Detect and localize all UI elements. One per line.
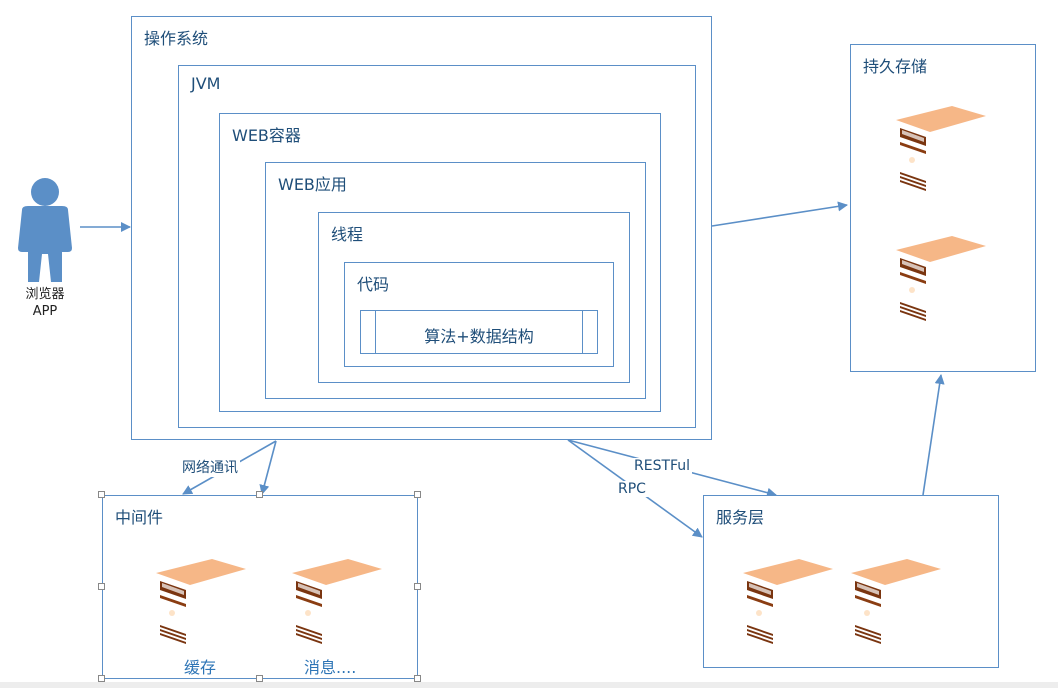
code-label: 代码 <box>357 275 390 294</box>
network-label: 网络通讯 <box>180 457 240 477</box>
cache-label: 缓存 <box>184 658 217 677</box>
thread-label: 线程 <box>331 225 364 244</box>
selection-handle[interactable] <box>98 491 105 498</box>
selection-handle[interactable] <box>256 675 263 682</box>
algo-data-structure-box: 算法+数据结构 <box>360 310 598 354</box>
arrow-os-to-middleware-right <box>259 440 277 495</box>
os-label: 操作系统 <box>144 29 209 48</box>
server-icon <box>150 545 250 655</box>
selection-handle[interactable] <box>98 675 105 682</box>
service-label: 服务层 <box>716 508 765 527</box>
server-icon <box>737 545 837 655</box>
algo-left-bar <box>375 311 376 353</box>
middleware-label: 中间件 <box>115 508 164 527</box>
person-icon <box>18 178 72 282</box>
server-icon <box>890 92 990 202</box>
selection-handle[interactable] <box>414 675 421 682</box>
bottom-scroll-strip <box>0 682 1058 688</box>
arrow-service-to-storage <box>922 374 945 496</box>
actor-caption: 浏览器 APP <box>10 286 80 320</box>
actor-caption-line2: APP <box>32 304 58 319</box>
web-container-label: WEB容器 <box>232 126 301 145</box>
server-icon <box>890 222 990 332</box>
message-label: 消息.... <box>304 658 357 677</box>
restful-label: RESTFul <box>632 458 693 474</box>
actor-caption-line1: 浏览器 <box>25 287 65 302</box>
algo-right-bar <box>582 311 583 353</box>
arrow-os-to-storage <box>711 201 848 227</box>
browser-app-actor: 浏览器 APP <box>10 174 80 324</box>
algo-label: 算法+数据结构 <box>424 327 534 346</box>
server-icon <box>845 545 945 655</box>
service-box: 服务层 <box>703 495 999 668</box>
web-app-label: WEB应用 <box>278 175 347 194</box>
storage-box: 持久存储 <box>850 44 1036 372</box>
selection-handle[interactable] <box>256 491 263 498</box>
selection-handle[interactable] <box>414 491 421 498</box>
jvm-label: JVM <box>191 74 221 93</box>
selection-handle[interactable] <box>98 583 105 590</box>
rpc-label: RPC <box>616 481 648 497</box>
middleware-box: 中间件 <box>102 495 418 679</box>
server-icon <box>286 545 386 655</box>
selection-handle[interactable] <box>414 583 421 590</box>
storage-label: 持久存储 <box>863 57 928 76</box>
